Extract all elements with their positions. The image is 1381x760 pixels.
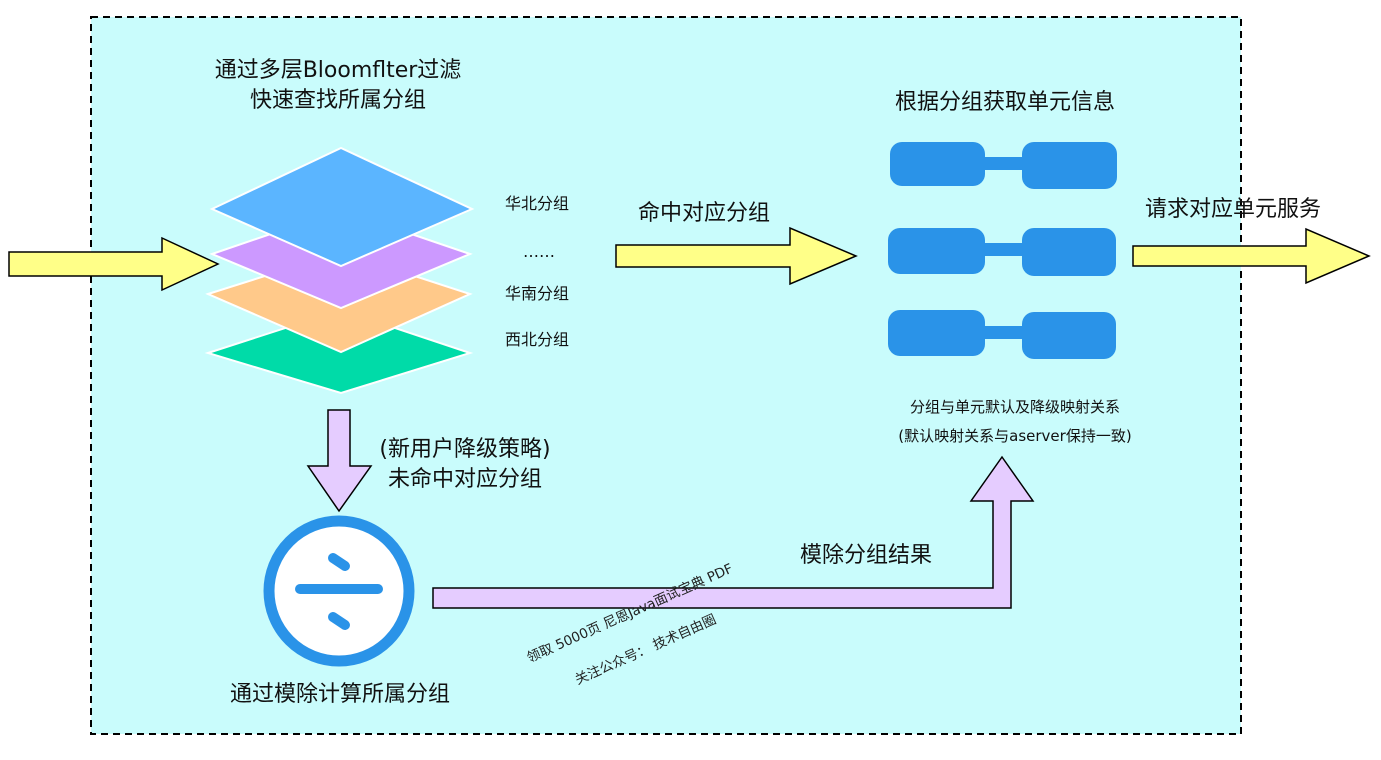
request-label: 请求对应单元服务 bbox=[1145, 197, 1322, 222]
modulo-result-label: 模除分组结果 bbox=[800, 543, 933, 568]
group-label-south-china: 华南分组 bbox=[505, 284, 570, 303]
unit-nodes-icon bbox=[888, 142, 1117, 359]
mapping-line2: (默认映射关系与aserver保持一致) bbox=[898, 427, 1132, 445]
group-label-north-china: 华北分组 bbox=[505, 194, 570, 213]
unit-node-row bbox=[888, 228, 1116, 276]
miss-arrow bbox=[306, 409, 373, 513]
bloom-title-line2: 快速查找所属分组 bbox=[249, 88, 426, 113]
divide-icon bbox=[263, 515, 415, 667]
request-arrow bbox=[1132, 227, 1371, 285]
bloom-title-line1: 通过多层Bloomflter过滤 bbox=[214, 58, 462, 83]
unit-info-title: 根据分组获取单元信息 bbox=[894, 90, 1115, 115]
modulo-result-arrow bbox=[432, 455, 1035, 609]
mapping-line1: 分组与单元默认及降级映射关系 bbox=[909, 398, 1120, 416]
unit-node-row bbox=[888, 310, 1116, 359]
group-label-ellipsis: …… bbox=[523, 242, 555, 261]
modulo-caption: 通过模除计算所属分组 bbox=[229, 682, 450, 707]
hit-label: 命中对应分组 bbox=[638, 201, 771, 226]
input-arrow bbox=[8, 236, 220, 292]
hit-arrow bbox=[615, 226, 858, 286]
unit-node-row bbox=[890, 142, 1117, 189]
miss-line1: (新用户降级策略) bbox=[379, 437, 551, 462]
bloom-filter-stack-icon bbox=[204, 146, 475, 395]
miss-line2: 未命中对应分组 bbox=[387, 467, 542, 492]
group-label-northwest: 西北分组 bbox=[505, 330, 570, 349]
layer-blue bbox=[209, 146, 475, 268]
